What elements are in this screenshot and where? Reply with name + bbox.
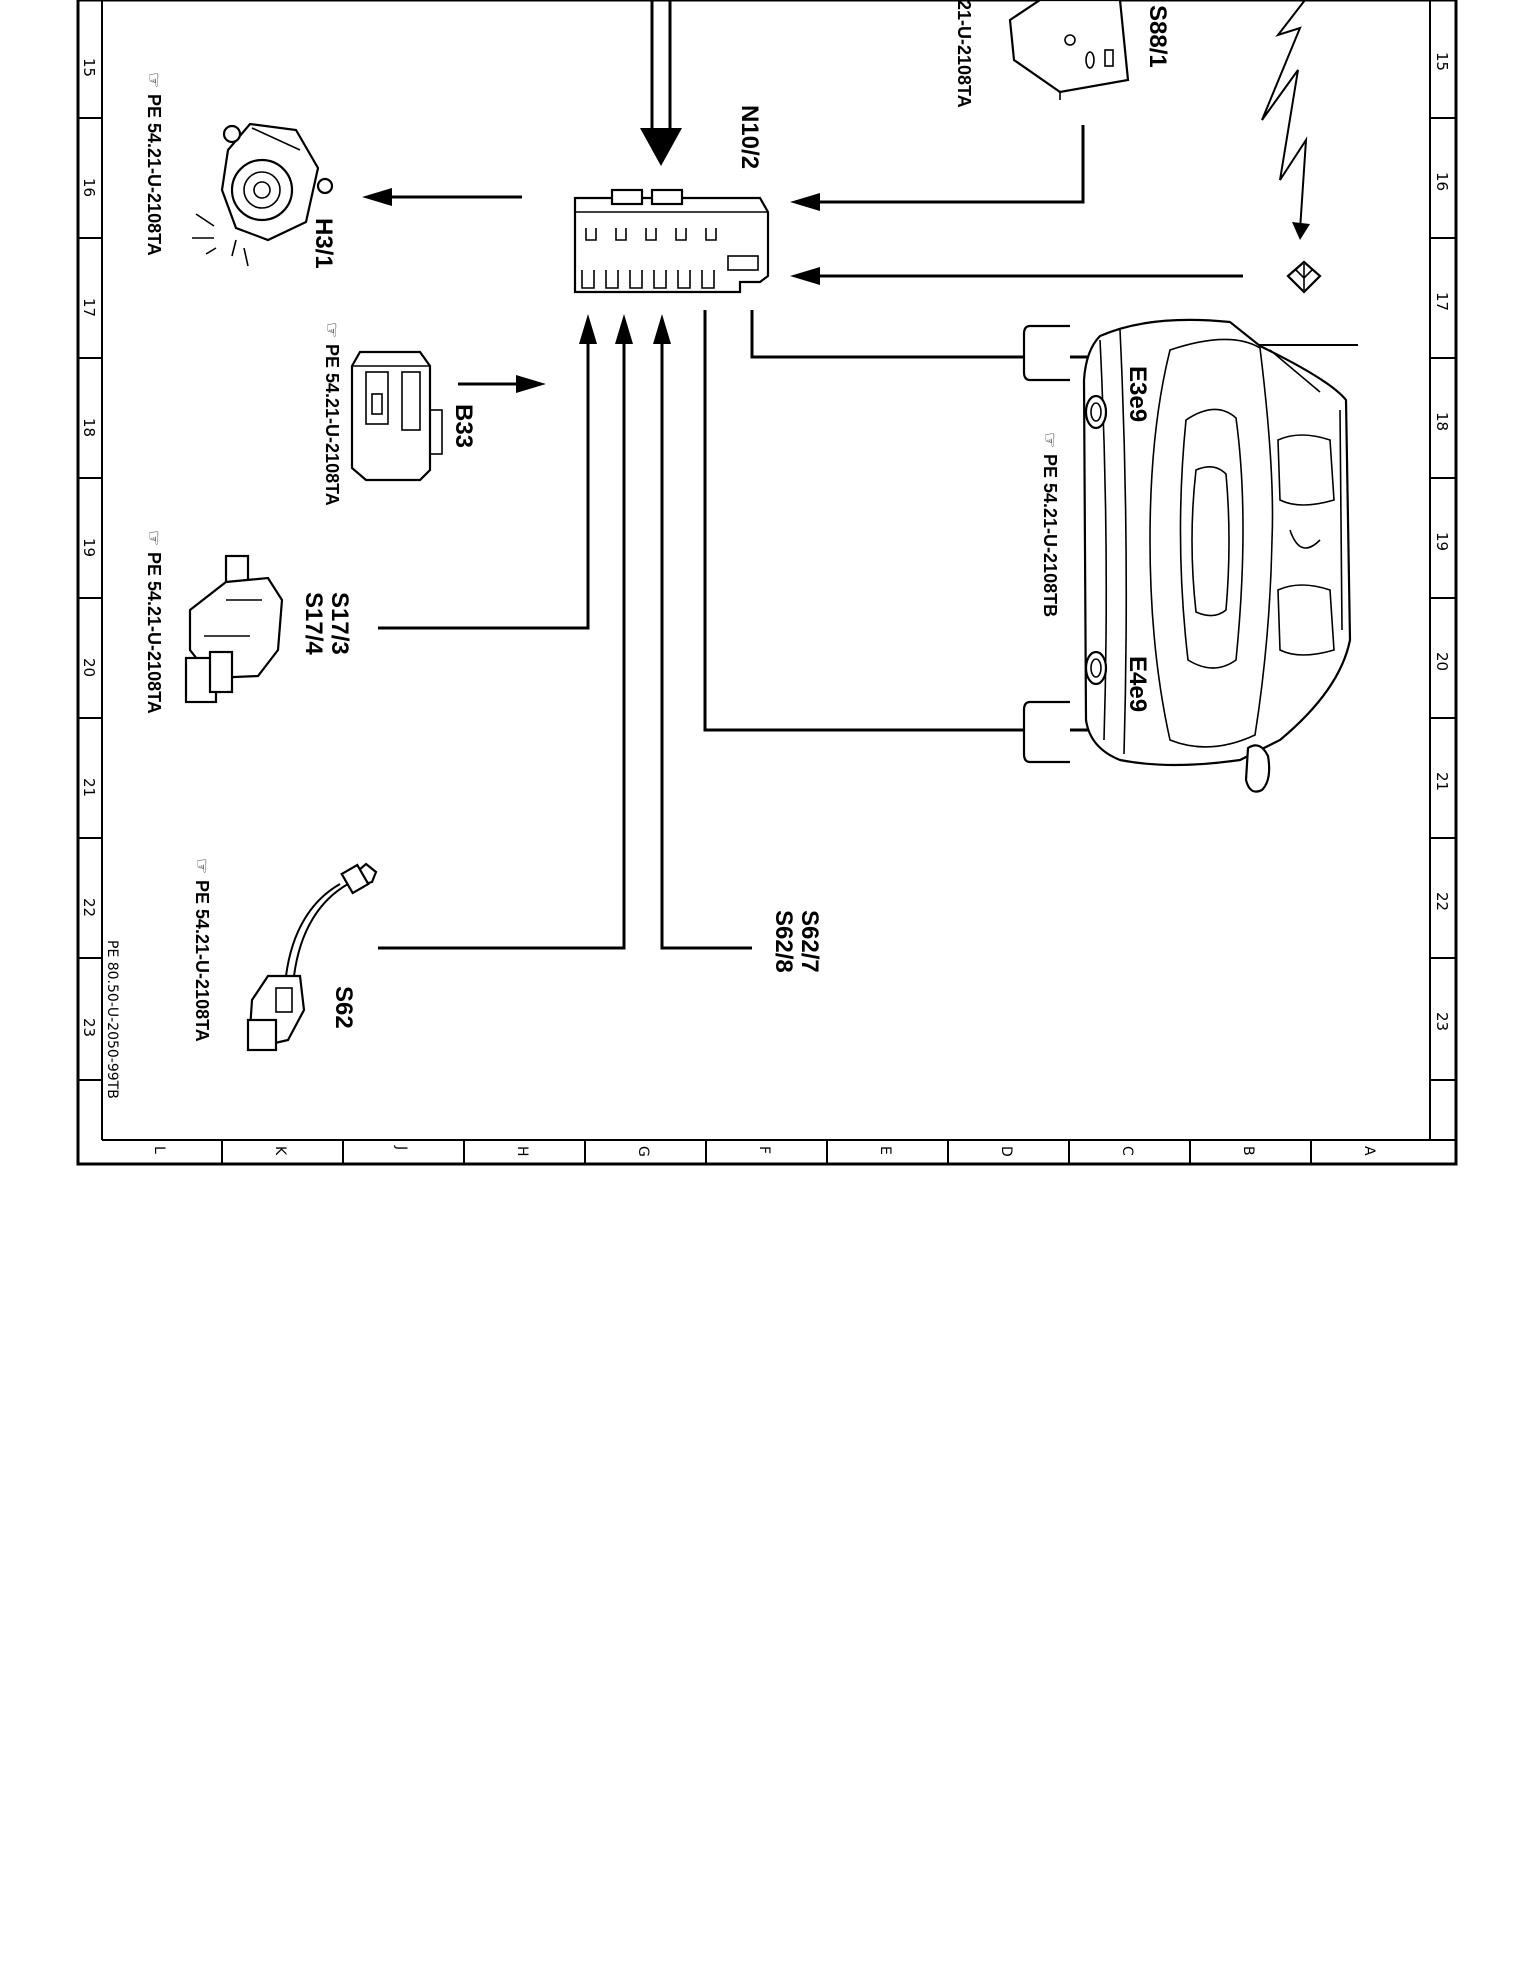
row-number: 22 — [1433, 892, 1451, 911]
row-number: 15 — [1433, 52, 1451, 71]
switch-s62 — [246, 862, 378, 1052]
row-number: 19 — [80, 538, 98, 557]
column-letter: B — [1240, 1146, 1256, 1156]
row-number: 15 — [80, 58, 98, 77]
ref-h3-text: PE 54.21-U-2108TA — [144, 94, 164, 256]
column-letter: A — [1361, 1146, 1377, 1156]
label-s88-1: S88/1 — [1144, 5, 1171, 68]
label-s62-7: S62/7 — [796, 910, 823, 973]
ref-h3: ☞ PE 54.21-U-2108TA — [143, 72, 164, 256]
ref-s62-text: PE 54.21-U-2108TA — [192, 880, 212, 1042]
row-number: 23 — [80, 1018, 98, 1037]
antenna-icon — [1286, 260, 1322, 294]
radio-signal-icon — [1261, 0, 1310, 240]
ref-vehicle-text: PE 54.21-U-2108TB — [1040, 454, 1060, 617]
column-letter: L — [151, 1146, 167, 1154]
switch-s88-1 — [1008, 0, 1130, 100]
ref-b33: ☞ PE 54.21-U-2108TA — [321, 322, 342, 506]
row-number: 20 — [80, 658, 98, 677]
row-number: 17 — [80, 298, 98, 317]
pointing-hand-icon: ☞ — [321, 322, 342, 338]
label-b33: B33 — [450, 404, 477, 448]
row-number: 21 — [80, 778, 98, 797]
row-number: 16 — [1433, 172, 1451, 191]
pointing-hand-icon: ☞ — [143, 72, 164, 88]
vehicle-illustration — [1022, 318, 1352, 793]
pointing-hand-icon: ☞ — [143, 530, 164, 546]
row-number: 21 — [1433, 772, 1451, 791]
column-letter: K — [272, 1146, 288, 1156]
row-number: 22 — [80, 898, 98, 917]
label-s62-7-8: S62/7 S62/8 — [770, 910, 823, 973]
label-s17: S17/3 S17/4 — [300, 592, 353, 655]
row-number: 18 — [1433, 412, 1451, 431]
document-id: PE 80.50-U-2050-99TB — [104, 940, 120, 1099]
ref-s62: ☞ PE 54.21-U-2108TA — [191, 858, 212, 1042]
row-number: 18 — [80, 418, 98, 437]
column-letters: L K J H G F E D C B A — [151, 1145, 1377, 1157]
label-n10-2: N10/2 — [736, 105, 763, 169]
label-h3-1: H3/1 — [310, 218, 337, 269]
ref-s88: 21-U-2108TA — [954, 0, 974, 108]
label-e4e9: E4e9 — [1124, 656, 1151, 712]
row-numbers-left: 15 16 17 18 19 20 21 22 23 — [80, 58, 98, 1037]
label-s62-8: S62/8 — [770, 910, 797, 973]
switch-s17 — [184, 554, 284, 704]
ref-s17-text: PE 54.21-U-2108TA — [144, 552, 164, 714]
column-letter: E — [877, 1146, 893, 1155]
ref-b33-text: PE 54.21-U-2108TA — [322, 344, 342, 506]
column-letter: C — [1119, 1146, 1135, 1156]
column-letter: G — [635, 1146, 651, 1157]
row-number: 20 — [1433, 652, 1451, 671]
wiring-lines — [362, 0, 1358, 950]
row-numbers-right: 15 16 17 18 19 20 21 22 23 — [1433, 52, 1451, 1031]
column-letter: J — [393, 1145, 409, 1150]
column-letter: F — [756, 1146, 772, 1154]
row-number: 19 — [1433, 532, 1451, 551]
ref-vehicle: ☞ PE 54.21-U-2108TB — [1039, 432, 1060, 617]
row-number: 23 — [1433, 1012, 1451, 1031]
ref-s17: ☞ PE 54.21-U-2108TA — [143, 530, 164, 714]
label-s62: S62 — [330, 986, 357, 1029]
label-s17-4: S17/4 — [300, 592, 327, 655]
label-e3e9: E3e9 — [1124, 366, 1151, 422]
row-number: 16 — [80, 178, 98, 197]
diagram-frame — [76, 0, 1458, 1166]
column-letter: D — [998, 1146, 1014, 1157]
row-number: 17 — [1433, 292, 1451, 311]
column-letter: H — [514, 1146, 530, 1157]
horn-h3-1 — [192, 122, 334, 267]
pointing-hand-icon: ☞ — [191, 858, 212, 874]
pointing-hand-icon: ☞ — [1039, 432, 1060, 448]
sam-control-module — [573, 188, 770, 294]
sensor-b33 — [350, 350, 443, 482]
label-s17-3: S17/3 — [326, 592, 353, 655]
